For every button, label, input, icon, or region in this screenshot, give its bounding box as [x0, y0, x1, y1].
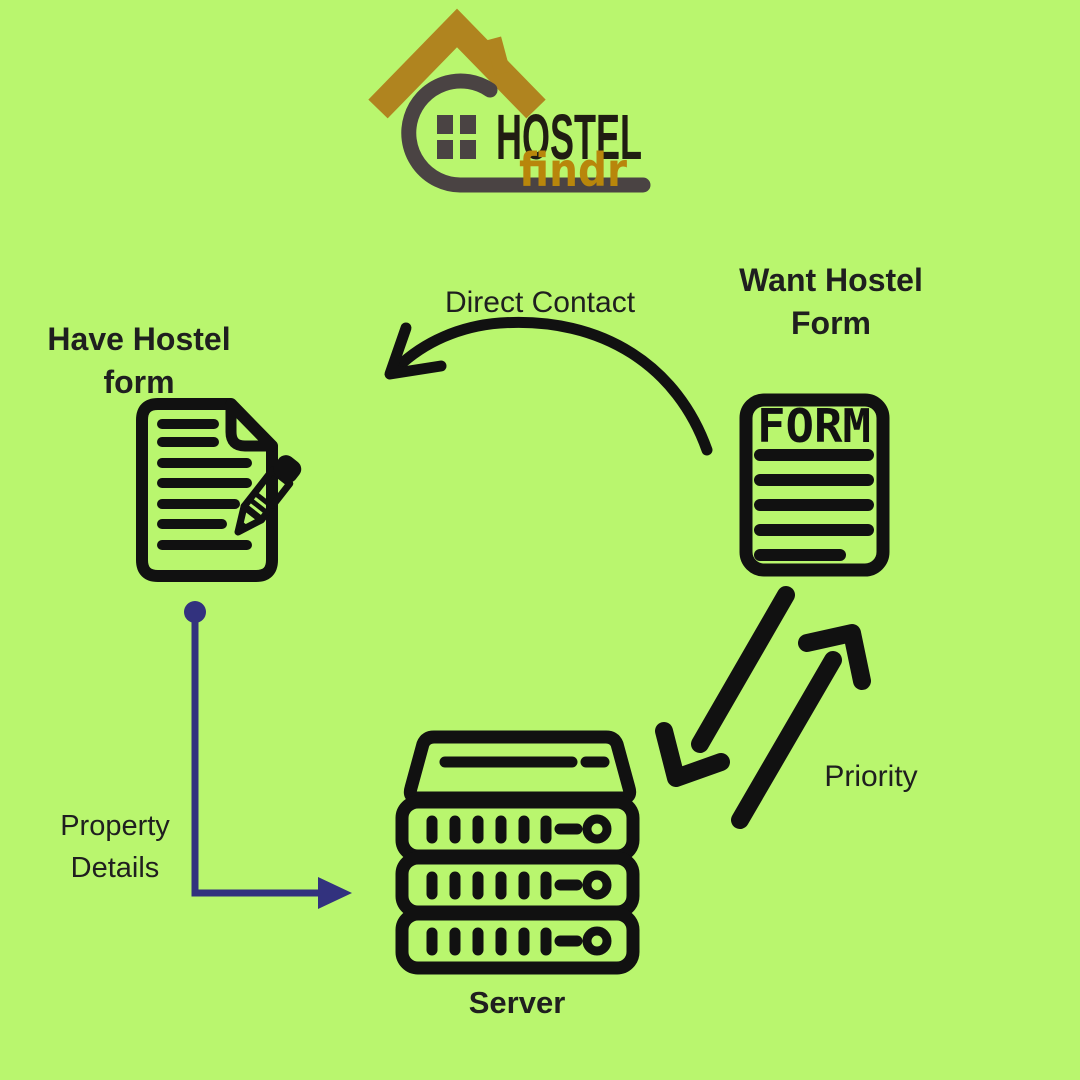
property-details-label-line2: Details [70, 852, 160, 884]
logo-wordmark-primary: HOSTEL [496, 101, 642, 173]
hostel-findr-logo: HOSTEL findr [368, 8, 651, 197]
priority-arrow-down [655, 586, 795, 787]
house-roof-icon [368, 8, 546, 119]
priority-label: Priority [824, 759, 918, 793]
form-icon-text: FORM [757, 399, 871, 453]
direct-contact-arrow [384, 316, 713, 456]
have-hostel-form-label-line2: form [103, 364, 175, 400]
chimney-icon [485, 36, 511, 76]
want-hostel-form-label: Want Hostel Form [739, 259, 923, 345]
property-details-label: Property Details [60, 805, 170, 889]
direct-contact-label: Direct Contact [444, 285, 636, 319]
property-details-connector [184, 601, 352, 909]
house-curl-icon [401, 73, 651, 193]
have-hostel-form-label-line1: Have Hostel [47, 320, 231, 357]
server-leds-row3 [426, 926, 612, 956]
want-hostel-form-label-line2: Form [790, 305, 871, 341]
server-icon [395, 730, 640, 975]
server-leds-row2 [426, 870, 612, 900]
logo-wordmark-secondary: findr [519, 143, 627, 197]
have-hostel-form-label: Have Hostel form [47, 318, 230, 404]
server-label: Server [468, 985, 566, 1021]
server-leds-row1 [426, 814, 612, 844]
priority-arrow-up [731, 624, 871, 829]
property-details-label-line1: Property [60, 809, 170, 842]
window-icon [437, 115, 476, 159]
form-document-icon: FORM [739, 393, 890, 577]
want-hostel-form-label-line1: Want Hostel [739, 261, 923, 298]
pencil-icon [234, 455, 302, 536]
document-pencil-icon [136, 398, 302, 582]
